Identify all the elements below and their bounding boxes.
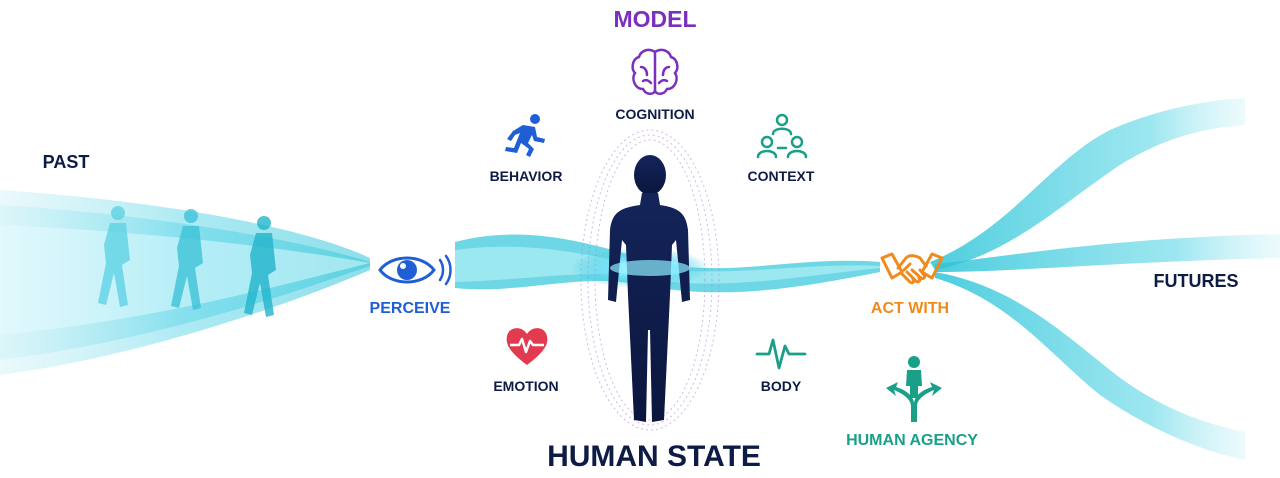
body-aura — [580, 129, 720, 431]
people-network-icon — [756, 113, 808, 159]
heartbeat-line-icon — [755, 338, 807, 370]
model-title: MODEL — [613, 6, 697, 32]
crossroads-person-icon — [886, 356, 942, 422]
brain-icon — [631, 48, 679, 95]
cognition-label: COGNITION — [615, 106, 695, 122]
futures-label: FUTURES — [1153, 271, 1239, 291]
walking-figures — [98, 206, 276, 317]
body-label: BODY — [760, 378, 802, 394]
running-person-icon — [505, 114, 545, 157]
eye-icon — [378, 254, 452, 286]
behavior-label: BEHAVIOR — [489, 168, 563, 184]
emotion-label: EMOTION — [493, 378, 559, 394]
context-label: CONTEXT — [747, 168, 815, 184]
human-agency-label: HUMAN AGENCY — [846, 432, 978, 449]
human-state-title: HUMAN STATE — [547, 440, 761, 473]
heart-pulse-icon — [506, 328, 548, 365]
perceive-label: PERCEIVE — [369, 300, 451, 317]
past-label: PAST — [42, 152, 90, 172]
act-with-label: ACT WITH — [870, 300, 950, 317]
futures-streams — [930, 98, 1280, 460]
handshake-icon — [880, 252, 944, 285]
human-body-silhouette — [608, 155, 690, 422]
